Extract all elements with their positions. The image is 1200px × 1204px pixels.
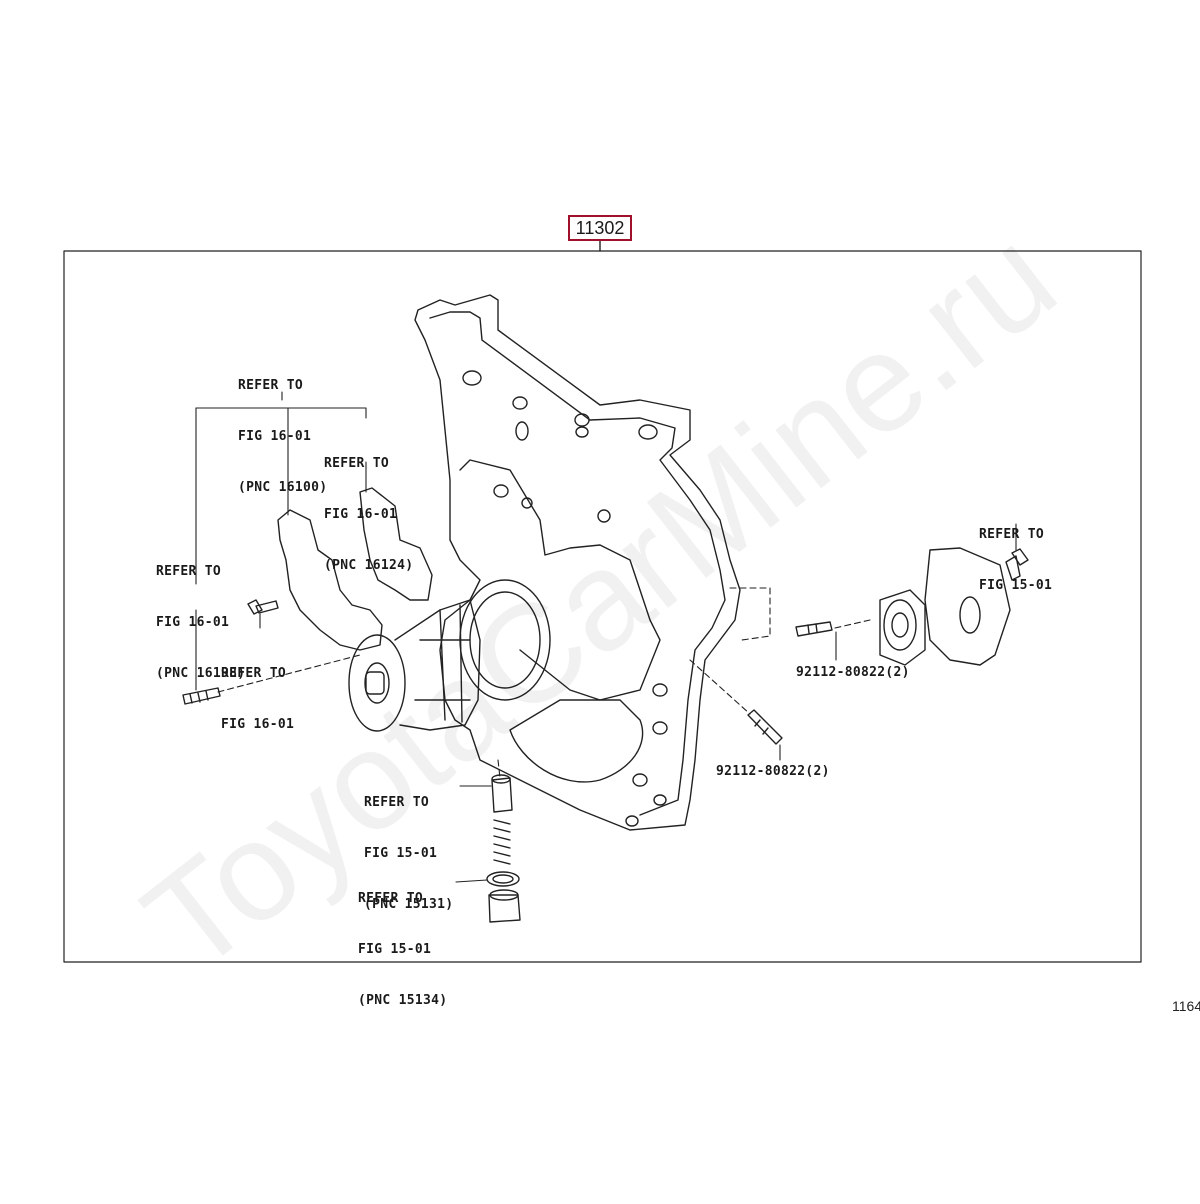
callout-relief-valve[interactable]: REFER TO FIG 15-01 (PNC 15131) xyxy=(364,760,453,930)
assembly-frame xyxy=(63,250,1142,963)
callout-relief-plug[interactable]: REFER TO FIG 15-01 (PNC 15134) xyxy=(358,856,447,1026)
left-stud xyxy=(182,687,221,705)
callout-line: REFER TO xyxy=(221,666,287,681)
callout-line: REFER TO xyxy=(358,891,424,906)
callout-line: (PNC 16124) xyxy=(324,558,414,573)
inner-gasket xyxy=(359,487,433,601)
timing-cover-inner xyxy=(459,459,661,701)
callout-line: (PNC 16198) xyxy=(156,666,246,681)
timing-cover-flange xyxy=(429,311,726,816)
figure-number: 1164 xyxy=(1172,998,1200,1014)
dashed-lines xyxy=(217,587,871,779)
callout-line: REFER TO xyxy=(364,795,430,810)
stud-upper xyxy=(795,621,833,637)
callout-line: REFER TO xyxy=(324,456,390,471)
callout-stud-lower[interactable]: 92112-80822(2) xyxy=(716,764,830,779)
cover-bosses xyxy=(462,370,668,827)
callout-line: REFER TO xyxy=(156,564,222,579)
timing-cover xyxy=(414,294,741,831)
relief-valve xyxy=(491,774,513,813)
callout-line: FIG 16-01 xyxy=(221,717,295,732)
callout-line: FIG 16-01 xyxy=(238,429,312,444)
callout-line: REFER TO xyxy=(979,527,1045,542)
leader-lines xyxy=(195,391,1017,883)
oil-pump-cover xyxy=(879,547,1011,666)
pump-bolt xyxy=(247,599,279,615)
callout-line: (PNC 15134) xyxy=(358,993,448,1008)
callout-oil-pump-bolt[interactable]: REFER TO FIG 15-01 xyxy=(979,492,1052,611)
callout-line: FIG 16-01 xyxy=(324,507,398,522)
callout-left-stud[interactable]: REFER TO FIG 16-01 (PNC 16198) xyxy=(156,529,245,699)
relief-plug xyxy=(488,889,521,923)
oil-pump-housing xyxy=(509,699,644,783)
stud-lower xyxy=(747,709,783,745)
relief-spring xyxy=(493,819,511,865)
oil-pump-bolt xyxy=(1005,548,1029,581)
callout-line: FIG 15-01 xyxy=(979,578,1053,593)
callout-line: (PNC 16100) xyxy=(238,480,328,495)
callout-inner-gasket[interactable]: REFER TO FIG 16-01 (PNC 16124) xyxy=(324,421,413,591)
relief-washer xyxy=(486,871,520,887)
callout-line: FIG 15-01 xyxy=(358,942,432,957)
callout-line: FIG 15-01 xyxy=(364,846,438,861)
water-pump xyxy=(348,579,551,732)
callout-line: (PNC 15131) xyxy=(364,897,454,912)
callout-pump-bolt[interactable]: REFER TO FIG 16-01 xyxy=(221,631,294,750)
callout-line: REFER TO xyxy=(238,378,304,393)
callout-water-pump-gasket[interactable]: REFER TO FIG 16-01 (PNC 16100) xyxy=(238,343,327,513)
callout-line: FIG 16-01 xyxy=(156,615,230,630)
callout-stud-upper[interactable]: 92112-80822(2) xyxy=(796,665,910,680)
main-part-number[interactable]: 11302 xyxy=(568,215,632,241)
